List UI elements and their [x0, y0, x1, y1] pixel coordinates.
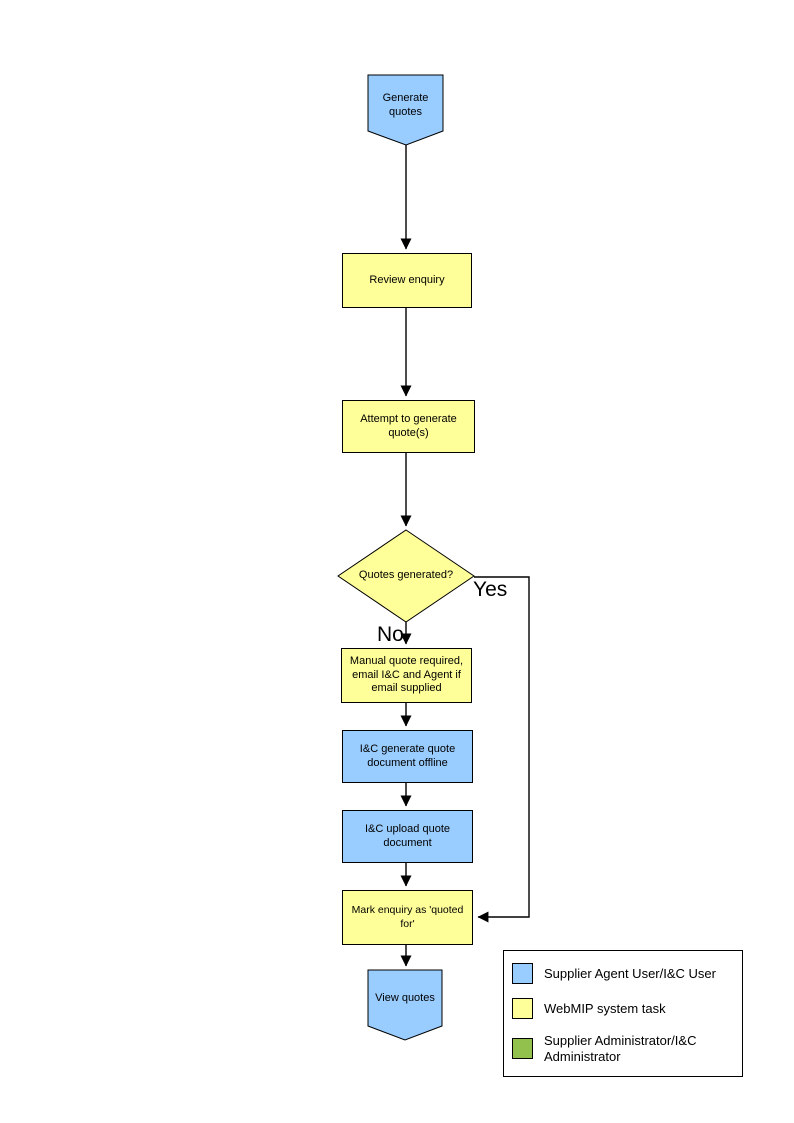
- legend-swatch-user: [512, 962, 533, 984]
- node-view-quotes: View quotes: [368, 975, 442, 1023]
- node-mark-enquiry-quoted: Mark enquiry as 'quoted for': [342, 890, 473, 945]
- legend-swatch-system: [512, 997, 533, 1019]
- connector-yes-branch: [474, 576, 530, 923]
- manual-quote-label: Manual quote required, email I&C and Age…: [349, 654, 464, 695]
- node-ic-upload-document: I&C upload quote document: [342, 810, 473, 863]
- node-quotes-generated: Quotes generated?: [346, 556, 466, 596]
- node-attempt-generate: Attempt to generate quote(s): [342, 400, 475, 453]
- node-ic-generate-offline: I&C generate quote document offline: [342, 730, 473, 783]
- review-enquiry-label: Review enquiry: [369, 273, 445, 286]
- ic-upload-document-label: I&C upload quote document: [364, 822, 450, 849]
- mark-enquiry-quoted-label: Mark enquiry as 'quoted for': [351, 904, 464, 930]
- legend-row-system: WebMIP system task: [512, 997, 734, 1019]
- attempt-generate-label: Attempt to generate quote(s): [360, 412, 457, 439]
- quotes-generated-decision-shape: [337, 529, 475, 623]
- ic-generate-offline-label: I&C generate quote document offline: [359, 742, 456, 769]
- view-quotes-label: View quotes: [375, 992, 435, 1005]
- legend-swatch-admin: [512, 1038, 533, 1059]
- legend: Supplier Agent User/I&C User WebMIP syst…: [503, 950, 743, 1077]
- generate-quotes-label: Generate quotes: [382, 92, 429, 118]
- node-review-enquiry: Review enquiry: [342, 253, 472, 308]
- label-no: No: [377, 623, 404, 646]
- quotes-generated-label: Quotes generated?: [358, 569, 454, 582]
- view-quotes-shape: [367, 969, 443, 1041]
- node-generate-quotes: Generate quotes: [368, 82, 443, 130]
- legend-row-admin: Supplier Administrator/I&C Administrator: [512, 1033, 734, 1064]
- legend-label-user: Supplier Agent User/I&C User: [544, 965, 716, 981]
- legend-label-admin: Supplier Administrator/I&C Administrator: [544, 1032, 697, 1064]
- node-manual-quote: Manual quote required, email I&C and Age…: [341, 648, 472, 703]
- generate-quotes-shape: [367, 74, 444, 146]
- legend-label-system: WebMIP system task: [544, 1000, 666, 1016]
- label-yes: Yes: [473, 578, 508, 601]
- legend-row-user: Supplier Agent User/I&C User: [512, 962, 734, 984]
